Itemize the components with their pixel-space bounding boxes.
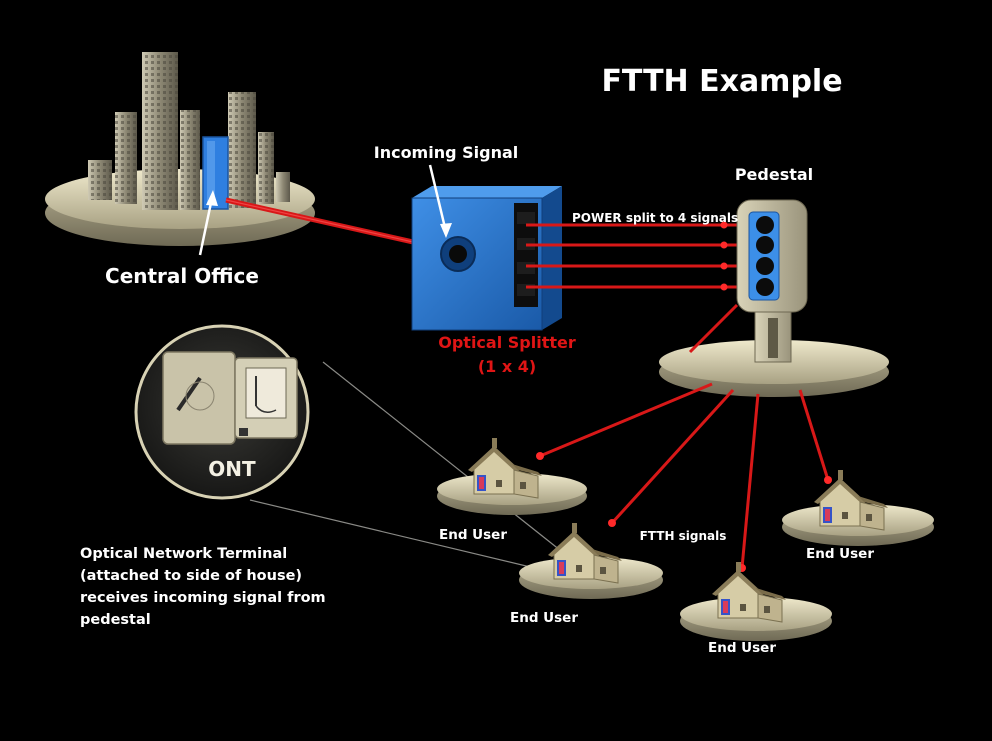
end-user-label-4: End User bbox=[806, 546, 874, 562]
optical-splitter-box bbox=[411, 186, 562, 331]
central-office-label: Central Office bbox=[105, 264, 259, 288]
incoming-signal-label: Incoming Signal bbox=[374, 143, 519, 162]
end-user-house-2 bbox=[519, 522, 663, 599]
city-buildings bbox=[88, 52, 290, 210]
arrows bbox=[198, 164, 452, 256]
end-user-house-1 bbox=[437, 437, 587, 515]
splitter-ratio-label: (1 x 4) bbox=[478, 357, 536, 376]
ont-magnifier bbox=[134, 324, 310, 500]
optical-splitter-label: Optical Splitter bbox=[438, 333, 576, 352]
central-office-building bbox=[202, 136, 229, 210]
description-line-2: (attached to side of house) bbox=[80, 568, 302, 584]
description-line-4: pedestal bbox=[80, 612, 151, 628]
pedestal-label: Pedestal bbox=[735, 165, 813, 184]
ont-label: ONT bbox=[208, 457, 256, 481]
power-split-label: POWER split to 4 signals bbox=[572, 211, 738, 225]
end-user-label-2: End User bbox=[510, 610, 578, 626]
drop-fibers bbox=[536, 303, 832, 572]
end-user-label-3: End User bbox=[708, 640, 776, 656]
page-title: FTTH Example bbox=[601, 64, 842, 99]
split-fiber-lines bbox=[526, 221, 760, 291]
end-user-label-1: End User bbox=[439, 527, 507, 543]
description-line-1: Optical Network Terminal bbox=[80, 546, 287, 562]
description-line-3: receives incoming signal from bbox=[80, 590, 326, 606]
ont-callout-lines bbox=[249, 361, 576, 577]
ont-description: Optical Network Terminal (attached to si… bbox=[80, 546, 326, 628]
ont-device-cover bbox=[162, 351, 236, 445]
end-user-house-3 bbox=[680, 561, 832, 641]
end-user-house-4 bbox=[782, 469, 934, 546]
ftth-signals-label: FTTH signals bbox=[640, 529, 727, 543]
pedestal bbox=[659, 199, 889, 397]
